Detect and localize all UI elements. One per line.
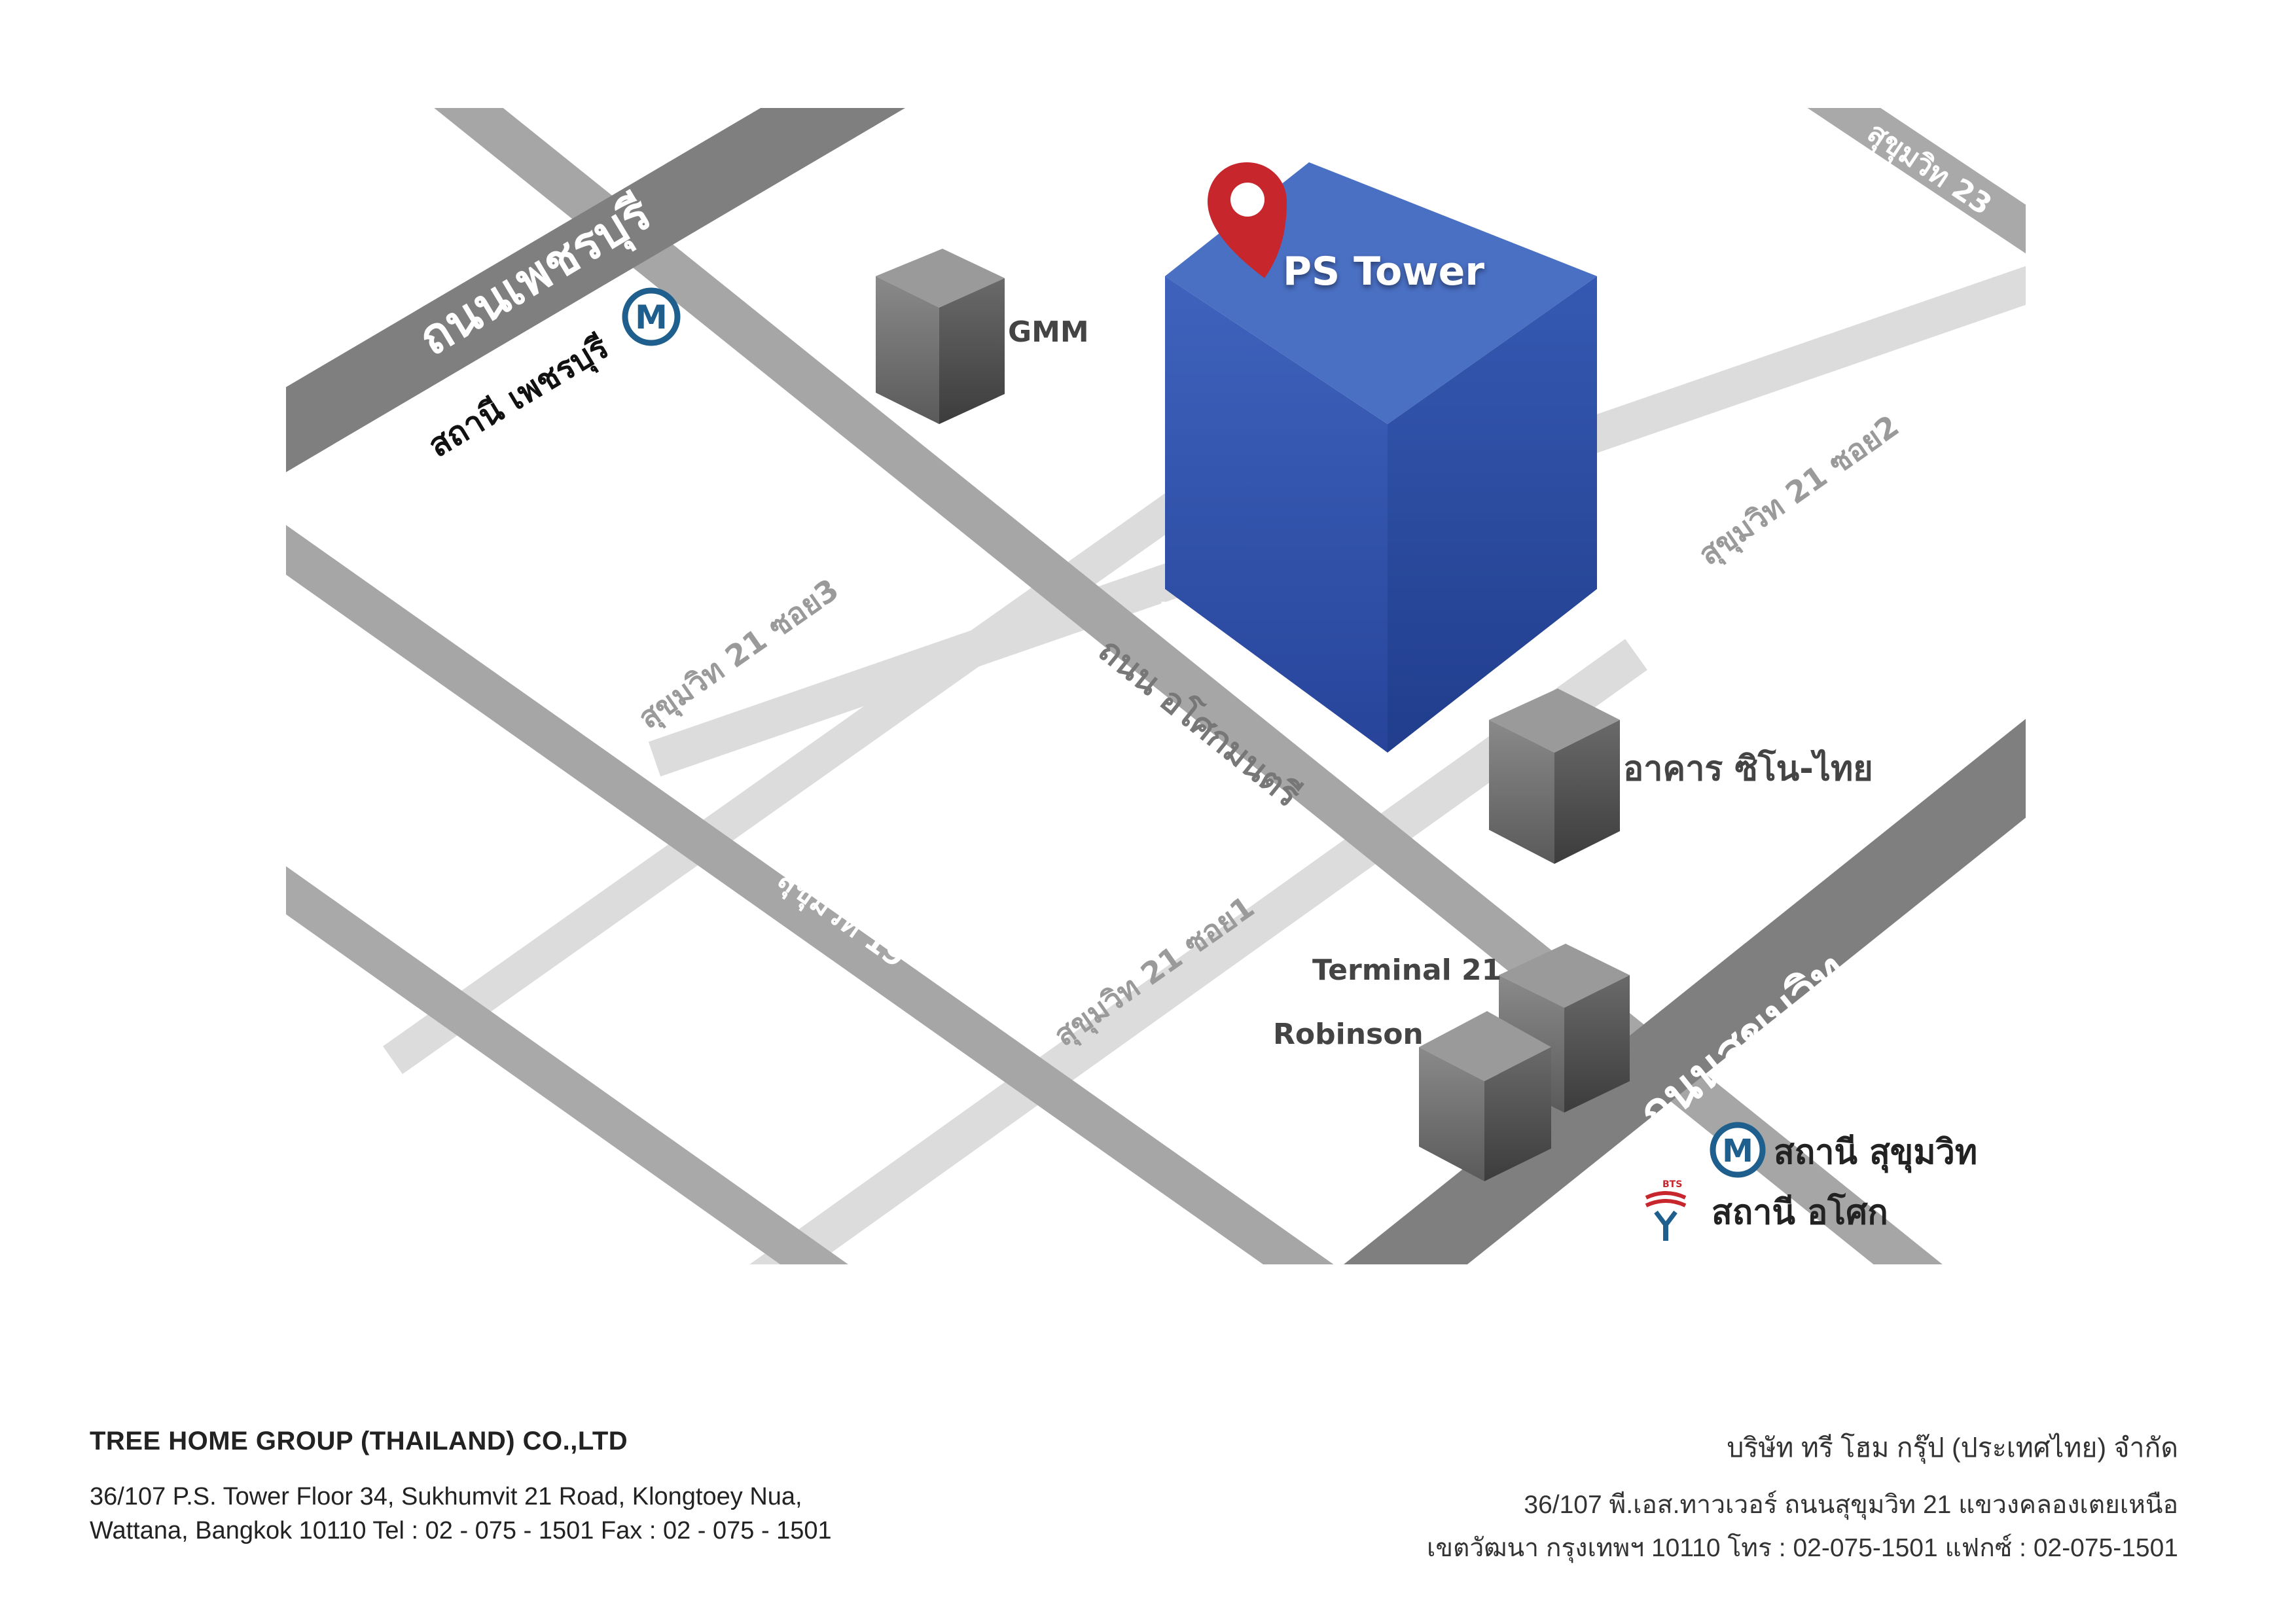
bts-letters: BTS xyxy=(1662,1179,1682,1190)
company-name-en: TREE HOME GROUP (THAILAND) CO.,LTD xyxy=(90,1427,628,1455)
road-soi21-soi1 xyxy=(749,639,1647,1264)
company-name-th: บริษัท ทรี โฮม กรุ๊ป (ประเทศไทย) จำกัด xyxy=(1727,1433,2178,1463)
label-gmm: GMM xyxy=(1008,315,1089,349)
road-sukhumvit xyxy=(1344,719,2026,1264)
address-line-2-en: Wattana, Bangkok 10110 Tel : 02 - 075 - … xyxy=(90,1517,832,1544)
address-line-2-th: เขตวัฒนา กรุงเทพฯ 10110 โทร : 02-075-150… xyxy=(1427,1534,2178,1562)
road-soi23 xyxy=(1807,108,2026,254)
mrt-letter: M xyxy=(1722,1133,1753,1169)
road-soi21-soi3 xyxy=(382,398,1319,1075)
building-sino-thai xyxy=(1489,688,1620,864)
mrt-letter: M xyxy=(635,298,668,336)
address-line-1-en: 36/107 P.S. Tower Floor 34, Sukhumvit 21… xyxy=(90,1483,802,1510)
footer-thai: บริษัท ทรี โฮม กรุ๊ป (ประเทศไทย) จำกัด 3… xyxy=(1066,1427,2178,1570)
mrt-logo-icon: M xyxy=(1710,1122,1766,1178)
building-gmm xyxy=(876,249,1005,424)
address-line-1-th: 36/107 พี.เอส.ทาวเวอร์ ถนนสุขุมวิท 21 แข… xyxy=(1524,1491,2178,1519)
mrt-logo-icon: M xyxy=(622,287,681,346)
map-canvas: ถนนเพชรบุรี ถนนสุขุมวิท สุขุมวิท 23 สุขุ… xyxy=(286,108,2026,1264)
label-sino-thai: อาคาร ซิโน-ไทย xyxy=(1623,748,1873,789)
bts-logo-icon: BTS xyxy=(1645,1179,1687,1241)
label-robinson: Robinson xyxy=(1273,1018,1424,1051)
road-soi19 xyxy=(286,525,1334,1264)
footer-english: TREE HOME GROUP (THAILAND) CO.,LTD 36/10… xyxy=(90,1427,1071,1548)
label-bts-asok: สถานี อโศก xyxy=(1712,1192,1888,1232)
building-robinson xyxy=(1419,1011,1551,1181)
road-phetchaburi xyxy=(286,108,905,473)
label-mrt-sukhumvit: สถานี สุขุมวิท xyxy=(1774,1133,1977,1173)
road-soi15 xyxy=(286,866,848,1264)
label-terminal21: Terminal 21 xyxy=(1312,954,1501,987)
label-ps-tower: PS Tower xyxy=(1283,249,1484,294)
location-pin-icon xyxy=(1208,162,1287,278)
